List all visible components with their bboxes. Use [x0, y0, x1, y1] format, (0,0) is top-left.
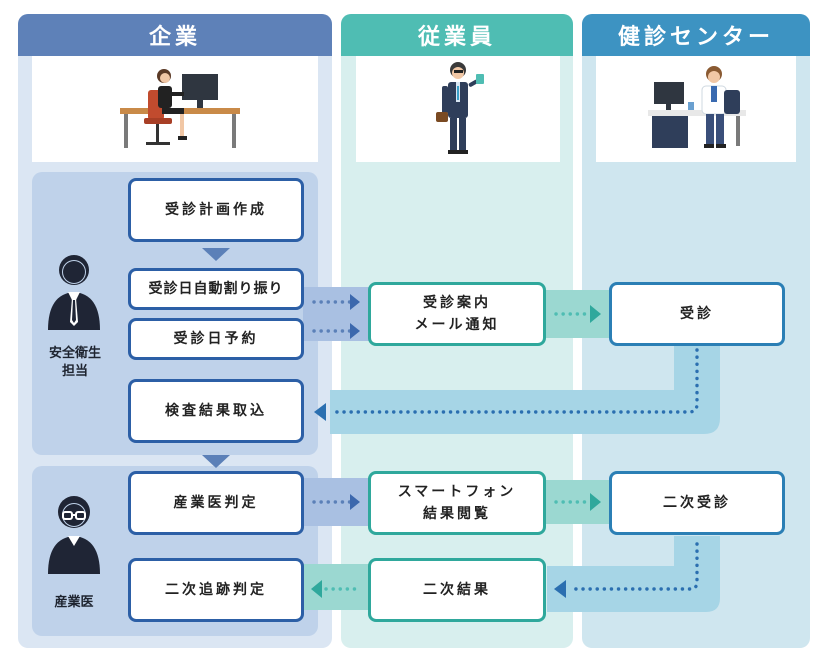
- column-header-company: 企業: [18, 14, 332, 56]
- flow-band: [303, 564, 371, 610]
- step-reserve: 受診日予約: [128, 318, 304, 360]
- businessman-illustration: [356, 56, 560, 162]
- step-followup-judgment: 二次追跡判定: [128, 558, 304, 622]
- arrow-head: [590, 305, 601, 323]
- column-header-health-center: 健診センター: [582, 14, 810, 56]
- step-doctor-judgment: 産業医判定: [128, 471, 304, 535]
- person-tie-icon: [48, 255, 100, 330]
- step-second-result: 二次結果: [368, 558, 546, 622]
- step-notify: 受診案内 メール通知: [368, 282, 546, 346]
- arrow-head: [311, 580, 322, 598]
- arrow-head: [350, 323, 360, 339]
- step-plan: 受診計画作成: [128, 178, 304, 242]
- arrow-head: [350, 294, 360, 310]
- arrow-head: [350, 494, 360, 510]
- step-smartphone-view: スマートフォン 結果閲覧: [368, 471, 546, 535]
- person-glasses-icon: [48, 496, 100, 574]
- step-second-exam: 二次受診: [609, 471, 785, 535]
- flow-band: [303, 287, 369, 341]
- industrial-doctor-label: 産業医: [54, 595, 94, 610]
- office-worker-illustration: [32, 56, 318, 162]
- return-flow-band: [547, 536, 720, 612]
- flow-down-arrow: [202, 455, 230, 468]
- safety-officer-label: 安全衛生 担当: [48, 346, 101, 379]
- arrow-head: [554, 580, 566, 598]
- doctor-illustration: [596, 56, 796, 162]
- column-header-employee: 従業員: [341, 14, 573, 56]
- arrow-head: [590, 493, 601, 511]
- flow-down-arrow: [202, 248, 230, 261]
- step-exam: 受診: [609, 282, 785, 346]
- return-flow-band: [330, 342, 720, 434]
- step-import-results: 検査結果取込: [128, 379, 304, 443]
- step-auto-assign: 受診日自動割り振り: [128, 268, 304, 310]
- arrow-head: [314, 403, 326, 421]
